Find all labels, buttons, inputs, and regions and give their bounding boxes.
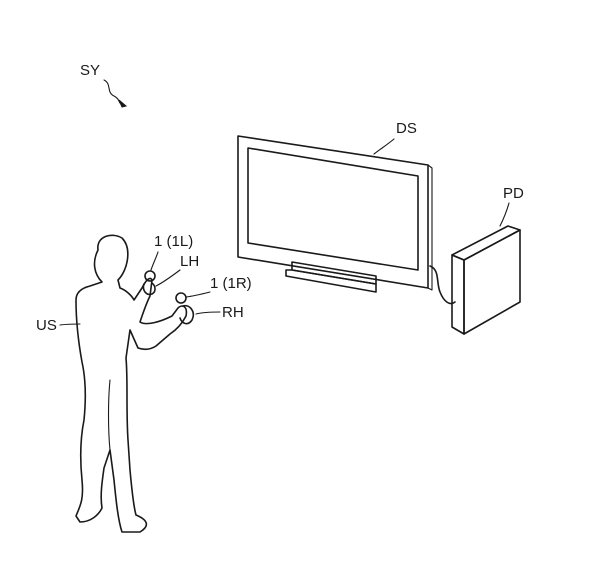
sy-leader-arrow bbox=[103, 79, 128, 108]
label-left-controller: 1 (1L) bbox=[154, 233, 193, 250]
left-controller-leader bbox=[150, 251, 159, 271]
us-leader bbox=[59, 323, 81, 326]
processing-device bbox=[451, 225, 521, 335]
lh-leader bbox=[155, 269, 181, 287]
label-sy: SY bbox=[80, 62, 100, 79]
rh-leader bbox=[195, 311, 221, 315]
label-right-controller: 1 (1R) bbox=[210, 275, 252, 292]
right-controller-leader bbox=[185, 291, 211, 298]
label-rh: RH bbox=[222, 304, 244, 321]
display-device bbox=[237, 135, 456, 305]
label-lh: LH bbox=[180, 253, 199, 270]
label-us: US bbox=[36, 317, 57, 334]
label-ds: DS bbox=[396, 120, 417, 137]
ds-leader bbox=[373, 138, 395, 155]
right-controller bbox=[175, 292, 195, 325]
label-pd: PD bbox=[503, 185, 524, 202]
left-controller bbox=[142, 270, 156, 296]
pd-leader bbox=[499, 202, 510, 227]
user-figure bbox=[75, 234, 188, 533]
